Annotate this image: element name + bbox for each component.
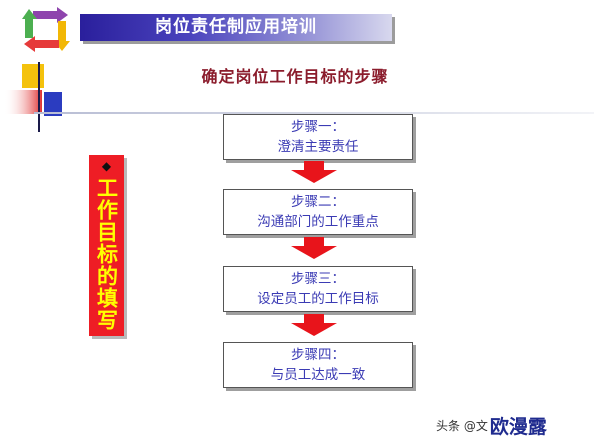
step-text: 澄清主要责任 — [277, 139, 359, 155]
side-label-text: 工作目标的填写 — [94, 177, 119, 331]
step-box-2: 步骤二： 沟通部门的工作重点 — [223, 189, 413, 235]
down-arrow-icon — [291, 161, 337, 183]
diamond-bullet-icon: ◆ — [101, 159, 112, 173]
decorative-blocks — [4, 62, 62, 132]
watermark-name: 欧漫露 — [489, 415, 547, 438]
step-title: 步骤一： — [291, 119, 345, 135]
step-title: 步骤四： — [291, 347, 345, 363]
down-arrow-icon — [291, 314, 337, 336]
step-text: 沟通部门的工作重点 — [257, 214, 379, 230]
step-box-3: 步骤三： 设定员工的工作目标 — [223, 266, 413, 312]
title-bar: 岗位责任制应用培训 — [80, 14, 392, 41]
page-title: 岗位责任制应用培训 — [155, 17, 317, 37]
step-text: 与员工达成一致 — [270, 367, 366, 383]
watermark: 头条 @文 欧漫露 — [436, 412, 547, 438]
diagram-subtitle: 确定岗位工作目标的步骤 — [201, 67, 389, 86]
step-title: 步骤三： — [291, 271, 345, 287]
step-text: 设定员工的工作目标 — [257, 291, 379, 307]
step-box-1: 步骤一： 澄清主要责任 — [223, 114, 413, 160]
cycle-arrows-logo-icon — [22, 7, 70, 52]
watermark-source: 头条 @文 — [436, 418, 488, 433]
step-box-4: 步骤四： 与员工达成一致 — [223, 342, 413, 388]
step-title: 步骤二： — [291, 194, 345, 210]
divider-line — [34, 112, 594, 114]
side-label: ◆ 工作目标的填写 — [89, 155, 124, 336]
down-arrow-icon — [291, 237, 337, 259]
